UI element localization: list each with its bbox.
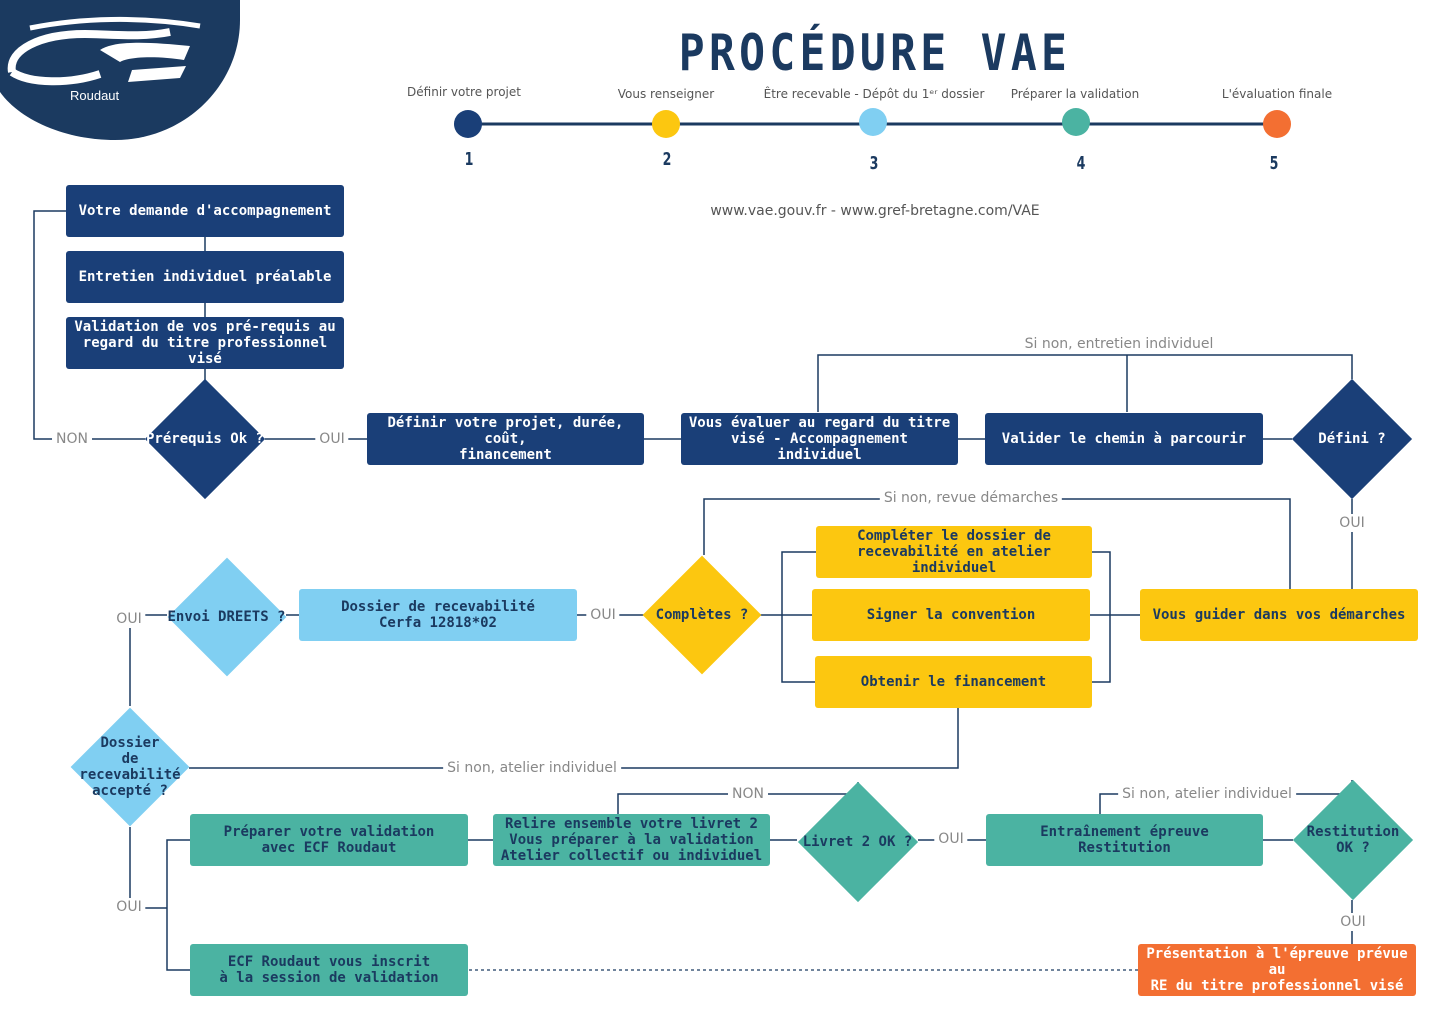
connector-right-bracket bbox=[1092, 551, 1111, 683]
timeline-step-2-label: Vous renseigner bbox=[617, 87, 715, 101]
node-completer-dossier: Compléter le dossier de recevabilité en … bbox=[816, 526, 1092, 578]
timeline-step-1-label: Définir votre projet bbox=[407, 85, 521, 99]
node-obtenir-financement: Obtenir le financement bbox=[815, 656, 1092, 708]
label-si-non-revue: Si non, revue démarches bbox=[879, 489, 1063, 507]
label-si-non-atelier2: Si non, atelier individuel bbox=[1118, 785, 1296, 803]
node-preparer-validation: Préparer votre validation avec ECF Rouda… bbox=[190, 814, 468, 866]
decision-completes: Complètes ? bbox=[642, 555, 762, 675]
timeline-step-3-dot bbox=[859, 108, 887, 136]
decision-envoi-dreets: Envoi DREETS ? bbox=[167, 557, 286, 676]
timeline-step-4-label: Préparer la validation bbox=[1010, 87, 1140, 101]
decision-livret-ok: Livret 2 OK ? bbox=[797, 781, 918, 902]
timeline-step-3-number: 3 bbox=[869, 153, 879, 174]
decision-defini-text: Défini ? bbox=[1318, 431, 1386, 447]
decision-dossier-accepte: Dossier de recevabilité accepté ? bbox=[70, 706, 190, 827]
decision-envoi-dreets-text: Envoi DREETS ? bbox=[167, 608, 286, 625]
timeline-step-2-dot bbox=[652, 110, 680, 138]
node-signer-convention: Signer la convention bbox=[812, 589, 1090, 641]
timeline-step-1-dot bbox=[454, 110, 482, 138]
node-entretien-prealable: Entretien individuel préalable bbox=[66, 251, 344, 303]
connector-oui-envoi bbox=[129, 614, 167, 706]
decision-livret-ok-text: Livret 2 OK ? bbox=[802, 833, 913, 850]
websites-text: www.vae.gouv.fr - www.gref-bretagne.com/… bbox=[710, 203, 1040, 219]
node-demande-accompagnement: Votre demande d'accompagnement bbox=[66, 185, 344, 237]
node-entrainement-restitution: Entraînement épreuve Restitution bbox=[986, 814, 1263, 866]
node-validation-prerequis: Validation de vos pré-requis au regard d… bbox=[66, 317, 344, 369]
logo-subtitle: Roudaut bbox=[70, 88, 120, 103]
timeline-step-4-dot bbox=[1062, 108, 1090, 136]
node-vous-evaluer: Vous évaluer au regard du titre visé - A… bbox=[681, 413, 958, 465]
label-non-livret: NON bbox=[728, 785, 768, 803]
decision-prerequis-ok-text: Prérequis Ok ? bbox=[145, 431, 264, 447]
label-oui-envoi: OUI bbox=[112, 610, 146, 628]
label-si-non-atelier: Si non, atelier individuel bbox=[443, 759, 621, 777]
node-presentation-epreuve: Présentation à l'épreuve prévue au RE du… bbox=[1138, 944, 1416, 996]
timeline-step-2-number: 2 bbox=[662, 149, 672, 170]
label-oui-livret: OUI bbox=[934, 830, 968, 848]
logo-emblem-icon bbox=[0, 0, 240, 140]
node-vous-guider: Vous guider dans vos démarches bbox=[1140, 589, 1418, 641]
timeline-step-5-number: 5 bbox=[1269, 153, 1279, 174]
timeline-step-5-label: L'évaluation finale bbox=[1221, 87, 1333, 101]
node-relire-livret: Relire ensemble votre livret 2 Vous prép… bbox=[493, 814, 770, 866]
decision-restitution-ok: Restitution OK ? bbox=[1292, 779, 1414, 901]
timeline-step-4-number: 4 bbox=[1076, 153, 1086, 174]
timeline-step-5-dot bbox=[1263, 110, 1291, 138]
timeline-step-3-label: Être recevable - Dépôt du 1ᵉʳ dossier bbox=[763, 87, 985, 101]
label-oui-restitution: OUI bbox=[1336, 913, 1370, 931]
label-oui-prerequis: OUI bbox=[315, 430, 349, 448]
node-definir-projet: Définir votre projet, durée, coût, finan… bbox=[367, 413, 644, 465]
decision-defini: Défini ? bbox=[1291, 378, 1413, 500]
timeline-step-1-number: 1 bbox=[464, 149, 474, 170]
page-title: PROCÉDURE VAE bbox=[678, 24, 1072, 82]
label-non-prerequis: NON bbox=[52, 430, 92, 448]
ecf-roudaut-logo: Roudaut bbox=[0, 0, 240, 140]
label-oui-completes: OUI bbox=[586, 606, 620, 624]
label-si-non-entretien: Si non, entretien individuel bbox=[1020, 335, 1218, 353]
connector-oui-accepte bbox=[129, 827, 167, 909]
decision-prerequis-ok: Prérequis Ok ? bbox=[144, 378, 266, 500]
connector-bracket-teal bbox=[166, 839, 190, 971]
decision-restitution-ok-text: Restitution OK ? bbox=[1306, 824, 1400, 856]
decision-dossier-accepte-text: Dossier de recevabilité accepté ? bbox=[79, 734, 181, 799]
label-oui-accepte: OUI bbox=[112, 898, 146, 916]
connector-left-bracket bbox=[781, 551, 816, 683]
label-oui-defini: OUI bbox=[1335, 514, 1369, 532]
node-valider-chemin: Valider le chemin à parcourir bbox=[985, 413, 1263, 465]
connector-si-non-entretien bbox=[817, 354, 1353, 412]
node-dossier-cerfa: Dossier de recevabilité Cerfa 12818*02 bbox=[299, 589, 577, 641]
node-inscription-session: ECF Roudaut vous inscrit à la session de… bbox=[190, 944, 468, 996]
decision-completes-text: Complètes ? bbox=[655, 607, 749, 623]
